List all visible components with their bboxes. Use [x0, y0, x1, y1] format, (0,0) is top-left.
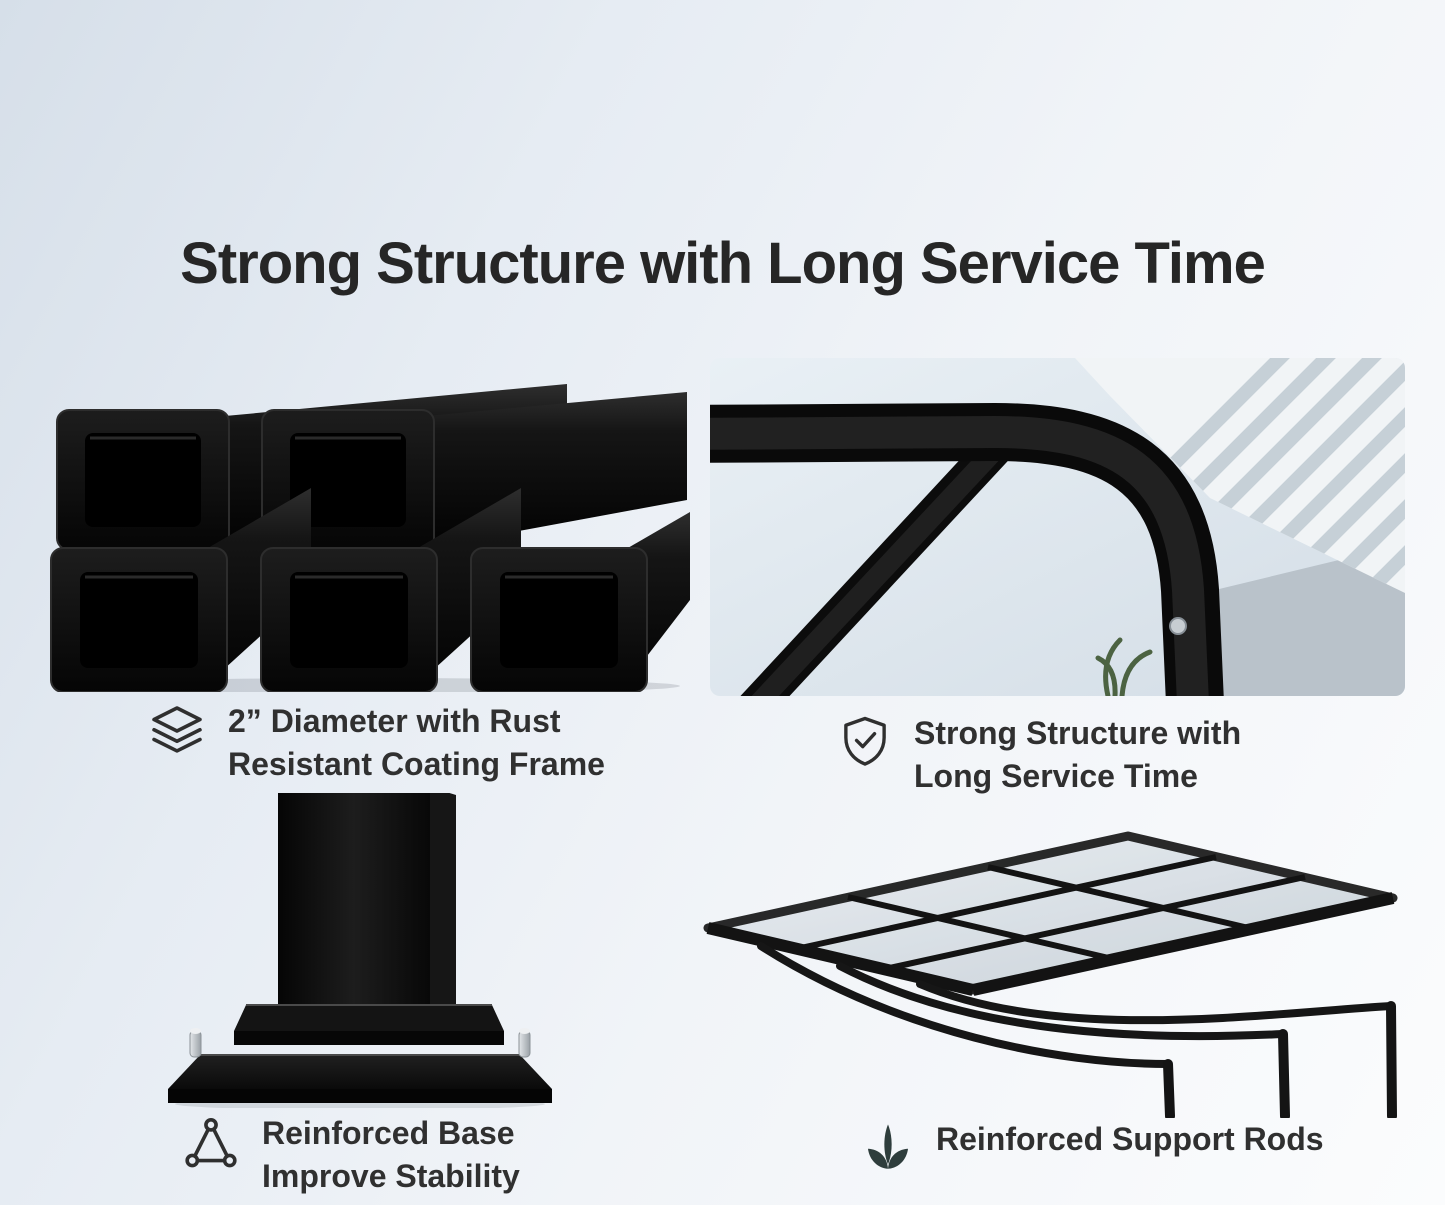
feature-structure: Strong Structure with Long Service Time	[838, 712, 1241, 797]
leaf-icon	[862, 1120, 914, 1172]
feature-rods-text: Reinforced Support Rods	[936, 1118, 1324, 1161]
base-plate-image	[160, 793, 560, 1108]
feature-structure-text: Strong Structure with Long Service Time	[914, 712, 1241, 797]
feature-text-line: Strong Structure with	[914, 715, 1242, 751]
canopy-posts	[1163, 1001, 1397, 1118]
feature-text-line: Long Service Time	[914, 757, 1198, 794]
frame-corner-image	[710, 358, 1405, 696]
feature-base: Reinforced Base Improve Stability	[182, 1112, 520, 1197]
feature-rods: Reinforced Support Rods	[862, 1118, 1324, 1172]
plant-sprig	[1095, 637, 1153, 696]
feature-text-line: Improve Stability	[262, 1157, 520, 1194]
feature-diameter: 2” Diameter with Rust Resistant Coating …	[148, 700, 605, 785]
triangle-nodes-icon	[182, 1114, 240, 1172]
support-rods	[757, 942, 1395, 1068]
feature-base-text: Reinforced Base Improve Stability	[262, 1112, 520, 1197]
base-plate-illustration	[168, 793, 552, 1108]
shield-check-icon	[838, 714, 892, 768]
canopy-frame-illustration	[703, 831, 1398, 1118]
steel-tubes-illustration	[50, 384, 690, 692]
canopy-frame-image	[698, 828, 1398, 1118]
layers-icon	[148, 702, 206, 760]
frame-corner-illustration	[710, 358, 1405, 696]
page-title: Strong Structure with Long Service Time	[180, 231, 1266, 296]
feature-text-line: Resistant Coating Frame	[228, 745, 605, 782]
feature-text-line: Reinforced Support Rods	[936, 1121, 1324, 1157]
bolt-dot	[1169, 617, 1187, 635]
feature-diameter-text: 2” Diameter with Rust Resistant Coating …	[228, 700, 605, 785]
steel-tubes-image	[35, 342, 690, 692]
bolt-pins	[189, 1028, 531, 1058]
feature-text-line: 2” Diameter with Rust	[228, 703, 561, 739]
feature-text-line: Reinforced Base	[262, 1115, 515, 1151]
